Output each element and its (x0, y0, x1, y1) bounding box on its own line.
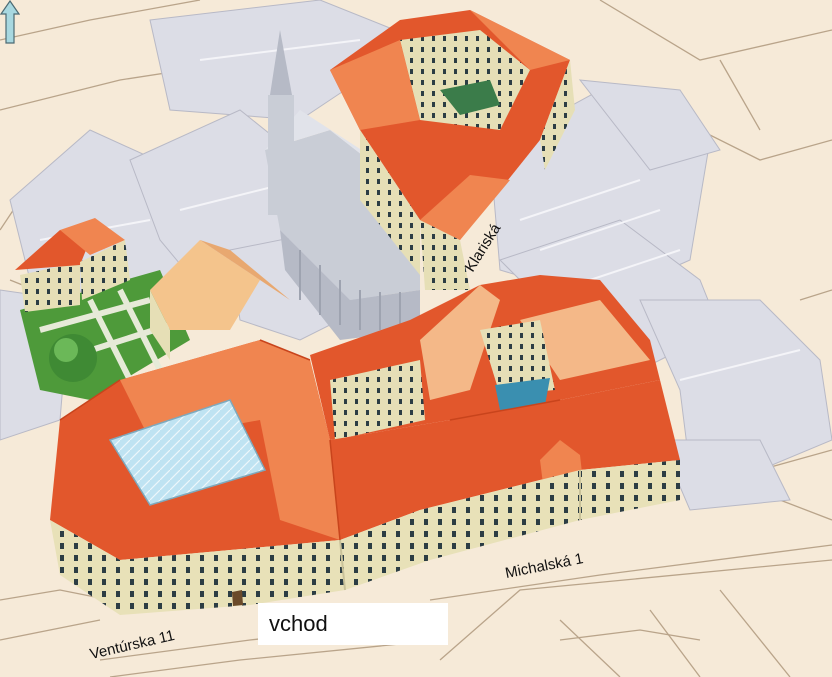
entrance-callout: vchod (258, 603, 448, 645)
entrance-door (232, 590, 243, 606)
main-front-block (50, 340, 680, 615)
north-building (330, 10, 575, 290)
up-arrow-icon (0, 0, 20, 44)
beige-building (150, 240, 290, 360)
roof-ridges (59, 339, 561, 541)
small-building (15, 218, 130, 312)
entrance-label: vchod (269, 611, 328, 636)
main-right-block (310, 275, 660, 440)
